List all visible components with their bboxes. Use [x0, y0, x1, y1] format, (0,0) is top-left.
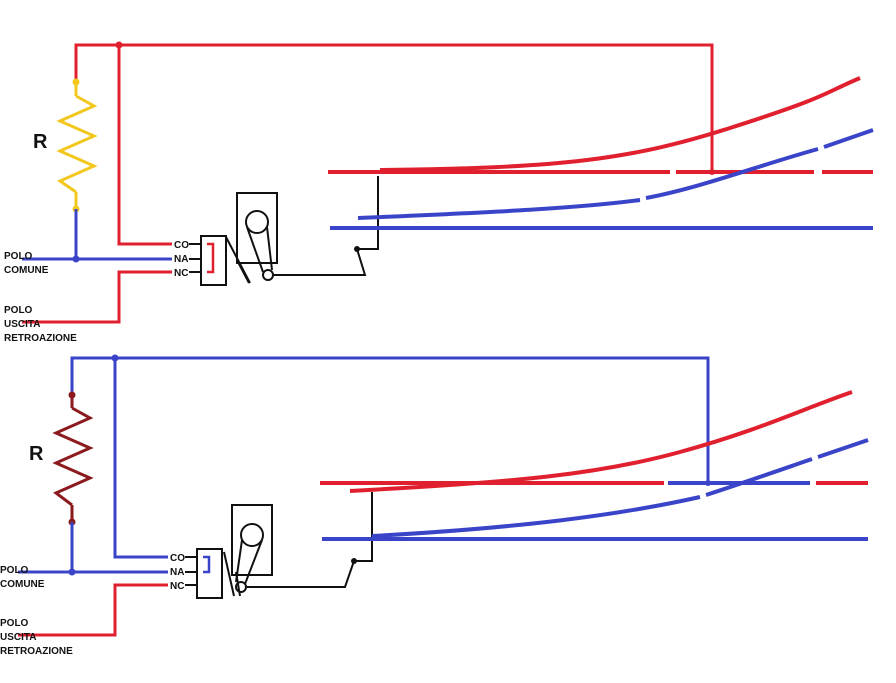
top-track [328, 76, 874, 230]
top-contact-nc: NC [174, 268, 188, 279]
panel-bottom: R POLO COMUNE POLO USCITA RETROAZIONE CO… [0, 354, 869, 657]
panel-top: R POLO COMUNE POLO USCITA RETROAZIONE CO… [4, 41, 874, 344]
top-point-motor [225, 176, 379, 284]
bottom-common-dot [68, 568, 76, 576]
top-loop-wire [74, 43, 714, 172]
bottom-contact-co: CO [170, 553, 185, 564]
bottom-feedback-label-2: USCITA [0, 632, 36, 643]
bottom-resistor [52, 391, 94, 526]
bottom-contact-na: NA [170, 567, 184, 578]
bottom-common-label-1: POLO [0, 565, 29, 576]
top-contact-co: CO [174, 240, 189, 251]
top-feedback-label-1: POLO [4, 305, 33, 316]
bottom-feedback-wire [18, 583, 168, 637]
bottom-loop-wire [70, 356, 710, 483]
top-common-label-1: POLO [4, 251, 33, 262]
top-co-wire [117, 45, 172, 246]
top-feedback-wire [22, 270, 172, 324]
top-feedback-label-2: USCITA [4, 319, 40, 330]
bottom-feedback-label-3: RETROAZIONE [0, 646, 73, 657]
bottom-point-motor [223, 492, 373, 597]
bottom-contact-nc: NC [170, 581, 184, 592]
bottom-resistor-label: R [29, 443, 44, 465]
bottom-track [320, 390, 869, 541]
bottom-co-wire [113, 358, 168, 559]
bottom-feedback-label-1: POLO [0, 618, 29, 629]
top-resistor-label: R [33, 131, 48, 153]
top-common-dot [72, 255, 80, 263]
bottom-microswitch [196, 548, 223, 599]
top-contact-na: NA [174, 254, 188, 265]
top-microswitch [200, 235, 227, 286]
bottom-common-label-2: COMUNE [0, 579, 45, 590]
top-common-label-2: COMUNE [4, 265, 49, 276]
top-feedback-label-3: RETROAZIONE [4, 333, 77, 344]
top-resistor [56, 78, 98, 213]
